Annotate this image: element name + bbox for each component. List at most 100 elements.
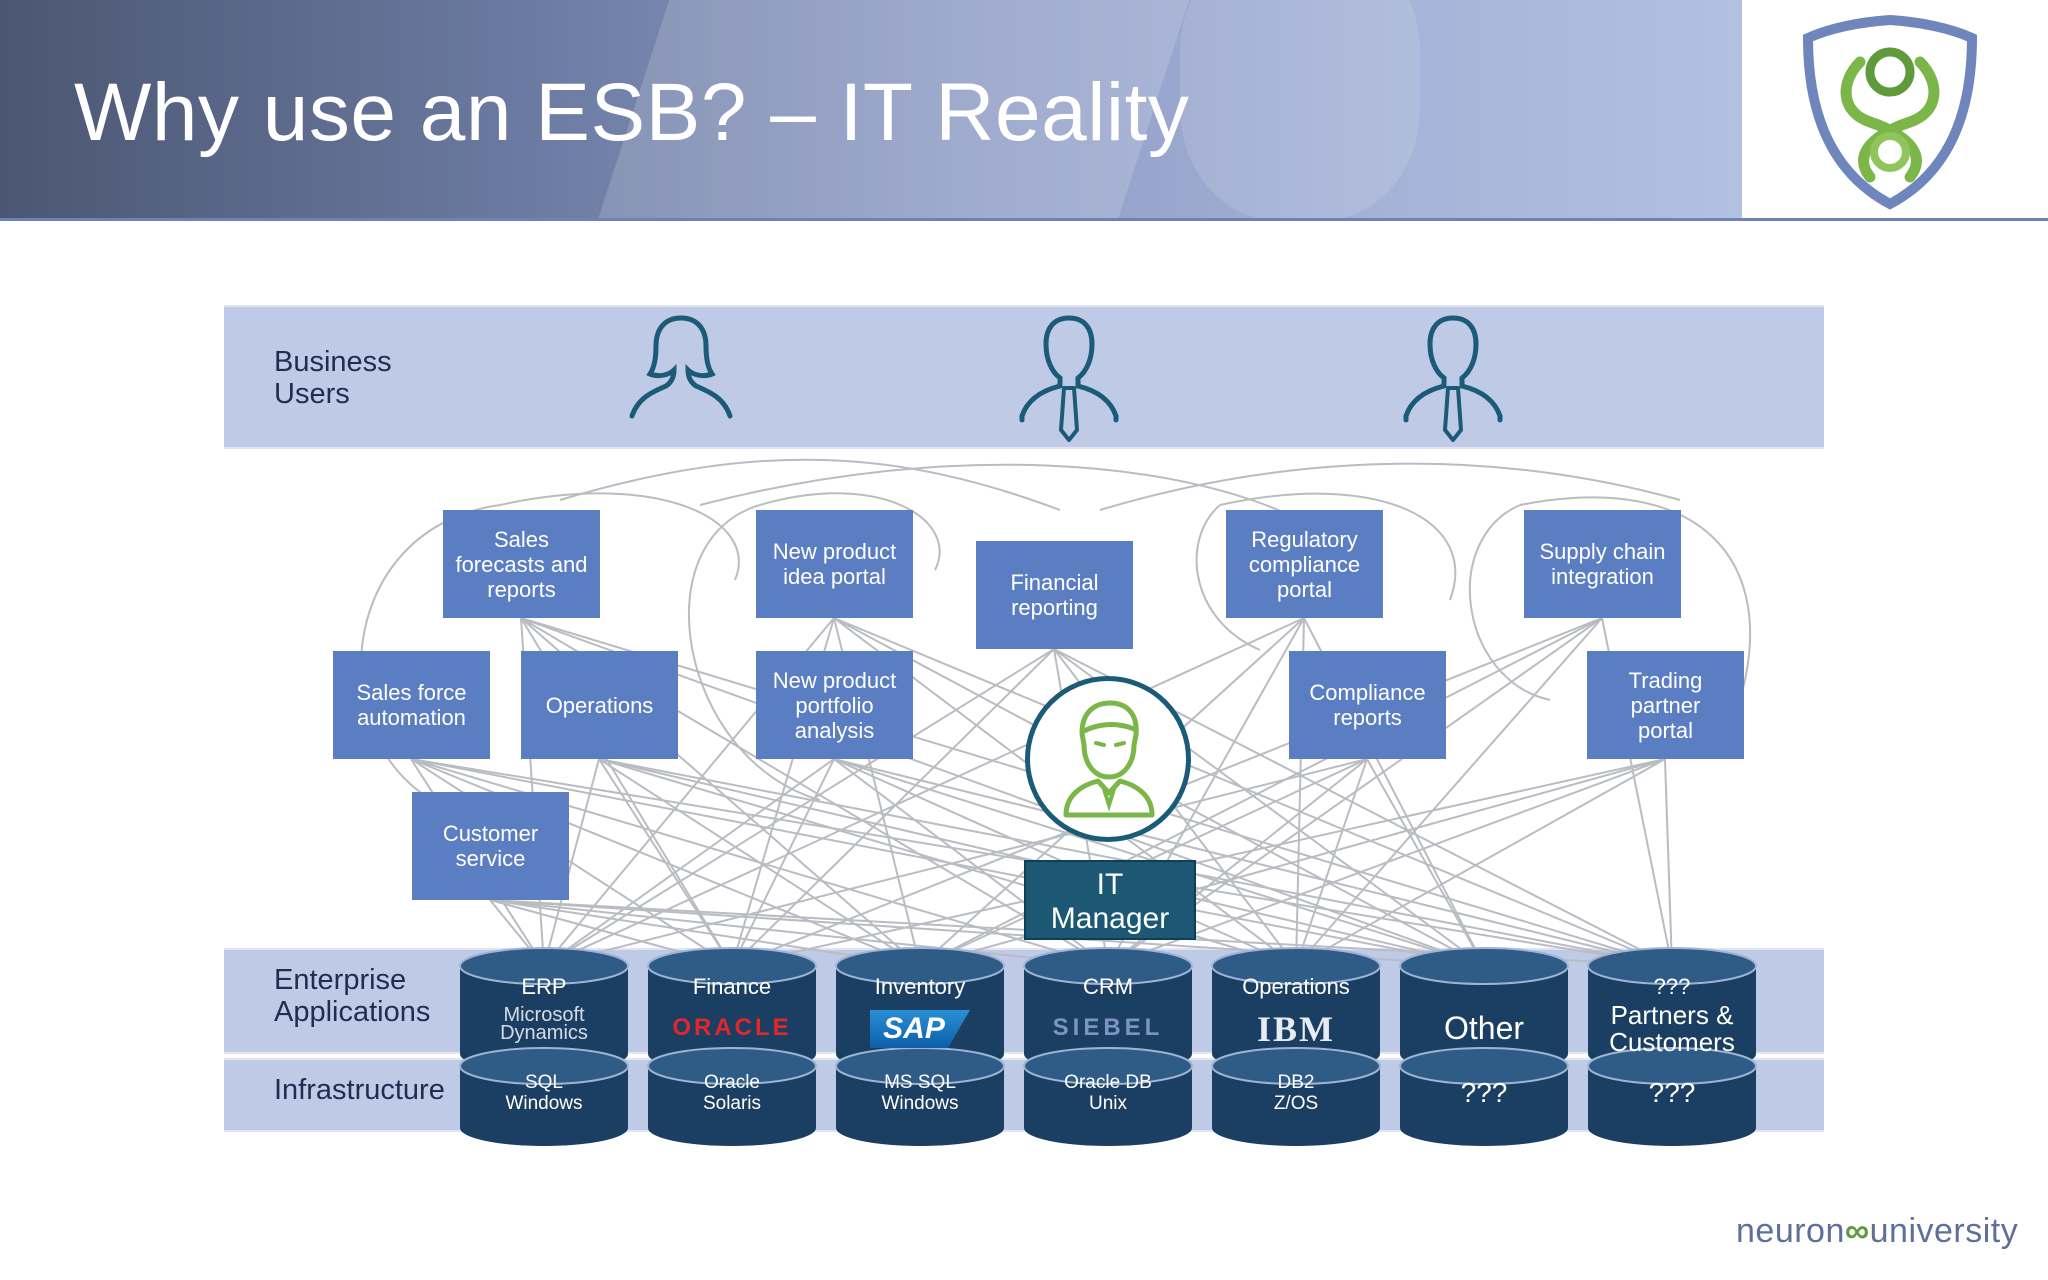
network-link (731, 648, 1055, 967)
database-cylinder (1211, 947, 1381, 1146)
neuron-logo-icon (1802, 14, 1978, 210)
network-link (833, 758, 1673, 967)
portal-operations: Operations (521, 651, 678, 759)
portal-label: Sales force automation (356, 680, 467, 730)
portal-sales-forecasts: Sales forecasts and reports (443, 510, 600, 618)
enterprise-applications-label: Enterprise Applications (274, 964, 431, 1028)
partners-customers-label: Partners & Customers (1609, 1000, 1735, 1057)
portal-label: Supply chain integration (1539, 539, 1666, 589)
network-link (731, 758, 835, 967)
knot-icon: ∞ (1844, 1212, 1870, 1250)
header-decoration (1180, 0, 1420, 218)
other-label: Other (1443, 1010, 1525, 1046)
network-link (489, 899, 921, 967)
db-infra-label: Oracle DB Unix (1064, 1072, 1152, 1114)
database-cap (1587, 947, 1757, 985)
db-app-label: ERP (521, 974, 567, 999)
database-cap (1399, 1047, 1569, 1085)
database-cap (1211, 947, 1381, 985)
database-body (460, 966, 628, 1072)
database-body (1588, 966, 1756, 1072)
database-cylinder (647, 947, 817, 1146)
database-body (1400, 966, 1568, 1072)
db-infra-label: ??? (1460, 1077, 1508, 1108)
network-link (543, 648, 1055, 967)
portal-supply-chain: Supply chain integration (1524, 510, 1681, 618)
db-app-label: CRM (1082, 974, 1134, 999)
database-cylinder (1023, 947, 1193, 1146)
network-link (1366, 758, 1485, 967)
portal-label: Customer service (442, 821, 539, 871)
portal-label: New product idea portal (772, 539, 897, 589)
network-link (731, 758, 1666, 967)
oracle-logo: ORACLE (672, 1014, 792, 1041)
database-body (460, 1066, 628, 1146)
db-infra-label: Oracle Solaris (702, 1072, 762, 1114)
database-cap (647, 947, 817, 985)
portal-new-product-idea: New product idea portal (756, 510, 913, 618)
database-body (1024, 1066, 1192, 1146)
male-user-icon (1403, 315, 1503, 442)
database-cap (647, 1047, 817, 1085)
portal-label: New product portfolio analysis (772, 667, 897, 743)
network-link (598, 758, 921, 967)
network-link (598, 758, 733, 967)
network-link (1295, 758, 1666, 967)
network-link (543, 617, 1305, 967)
database-cap (1399, 947, 1569, 985)
network-link (1664, 758, 1673, 967)
microsoft-dynamics-logo: Microsoft Dynamics (500, 1004, 588, 1044)
database-cap (835, 947, 1005, 985)
portal-regulatory-compliance: Regulatory compliance portal (1226, 510, 1383, 618)
ibm-logo: IBM (1257, 1009, 1335, 1049)
db-infra-label: MS SQL Windows (881, 1072, 959, 1114)
watermark-left: neuron (1736, 1212, 1845, 1250)
neuron-university-watermark: neuron∞university (1736, 1212, 2018, 1251)
database-body (1588, 1066, 1756, 1146)
portal-new-product-portfolio: New product portfolio analysis (756, 651, 913, 759)
business-users-band (224, 305, 1824, 449)
database-cap (1587, 1047, 1757, 1085)
db-app-label: ??? (1653, 974, 1691, 999)
header-divider (0, 218, 2048, 221)
portal-label: Compliance reports (1309, 680, 1426, 730)
database-body (648, 966, 816, 1072)
portal-financial-reporting: Financial reporting (976, 541, 1133, 649)
database-cap (459, 1047, 629, 1085)
portal-compliance-reports: Compliance reports (1289, 651, 1446, 759)
network-link (1295, 617, 1603, 967)
database-body (1024, 966, 1192, 1072)
business-users-label: Business Users (274, 346, 392, 410)
network-link (1107, 758, 1666, 967)
network-link (543, 758, 600, 967)
network-link (1295, 758, 1368, 967)
database-cylinder (1587, 947, 1757, 1146)
database-body (1400, 1066, 1568, 1146)
sap-logo: SAP (883, 1012, 945, 1045)
network-link (543, 758, 1368, 967)
slide-title: Why use an ESB? – IT Reality (74, 67, 1190, 158)
portal-label: Trading partner portal (1628, 667, 1703, 743)
portal-customer-service: Customer service (412, 792, 569, 900)
network-link (543, 758, 835, 967)
portal-label: Financial reporting (1010, 570, 1099, 620)
portal-label: Sales forecasts and reports (455, 526, 588, 602)
database-cap (835, 1047, 1005, 1085)
network-link (833, 617, 1673, 967)
male-user-icon (1019, 315, 1119, 442)
database-cylinder (459, 947, 629, 1146)
database-body (648, 1066, 816, 1146)
it-manager-icon (1063, 700, 1155, 818)
watermark-right: university (1869, 1212, 2019, 1250)
database-body (1212, 1066, 1380, 1146)
portal-label: Operations (545, 692, 654, 718)
portal-trading-partner: Trading partner portal (1587, 651, 1744, 759)
infrastructure-label: Infrastructure (274, 1074, 445, 1106)
portal-sales-force-automation: Sales force automation (333, 651, 490, 759)
database-cap (459, 947, 629, 985)
database-cap (1023, 1047, 1193, 1085)
database-body (1212, 966, 1380, 1072)
it-manager-label: IT Manager (1024, 860, 1196, 940)
db-app-label: Finance (692, 974, 772, 999)
database-body (836, 1066, 1004, 1146)
